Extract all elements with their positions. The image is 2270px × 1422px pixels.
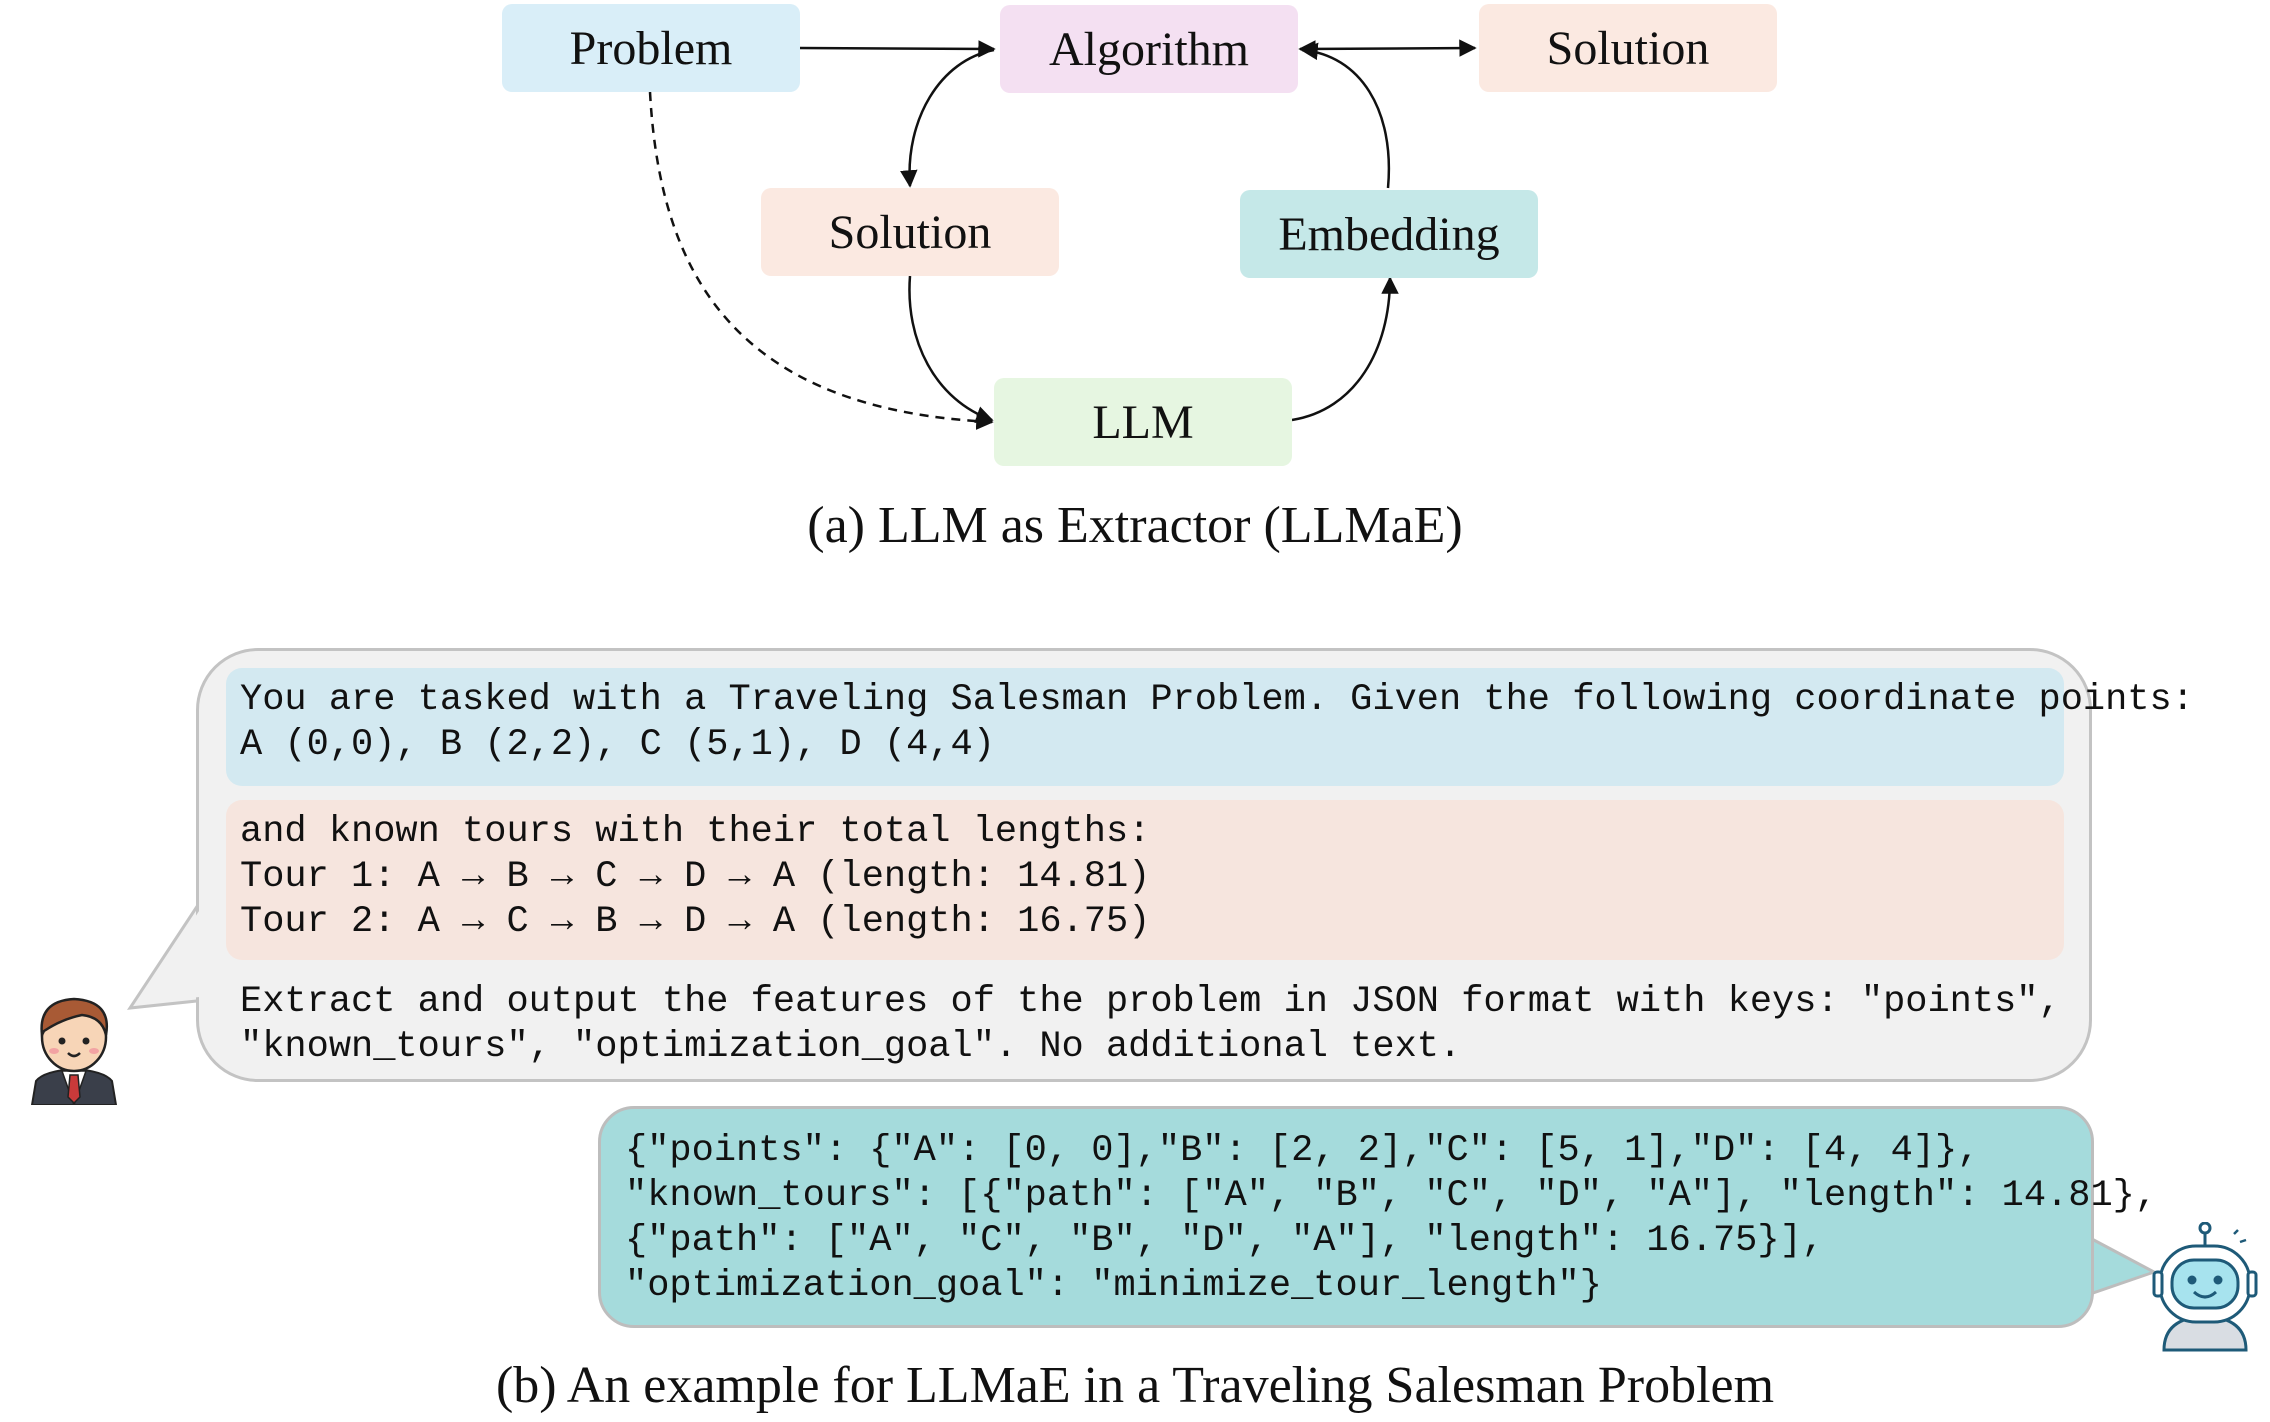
diagram-edges — [648, 39, 1477, 430]
edge-algorithm-solution — [1298, 39, 1477, 58]
node-solution-mid: Solution — [761, 188, 1059, 276]
edge-algorithm-solution-mid — [900, 48, 995, 188]
edge-problem-algorithm — [799, 40, 996, 58]
edge-solution-llm — [908, 275, 994, 424]
node-problem: Problem — [502, 4, 800, 92]
prompt-tours-segment: and known tours with their total lengths… — [226, 800, 2064, 960]
edge-llm-embedding — [1291, 276, 1399, 422]
edge-embedding-algorithm — [1300, 42, 1391, 189]
node-llm: LLM — [994, 378, 1292, 466]
node-embedding: Embedding — [1240, 190, 1538, 278]
prompt-points-segment: You are tasked with a Traveling Salesman… — [226, 668, 2194, 786]
node-algorithm: Algorithm — [1000, 5, 1298, 93]
robot-avatar-icon — [2152, 1222, 2258, 1352]
edge-problem-llm-dashed — [648, 91, 994, 430]
caption-b: (b) An example for LLMaE in a Traveling … — [495, 1357, 1775, 1414]
llm-response-bubble: {"points": {"A": [0, 0],"B": [2, 2],"C":… — [598, 1106, 2157, 1328]
prompt-instruction-segment: Extract and output the features of the p… — [240, 981, 2061, 1068]
caption-a: (a) LLM as Extractor (LLMaE) — [807, 497, 1463, 554]
person-avatar-icon — [30, 997, 118, 1105]
node-solution-top: Solution — [1479, 4, 1777, 92]
